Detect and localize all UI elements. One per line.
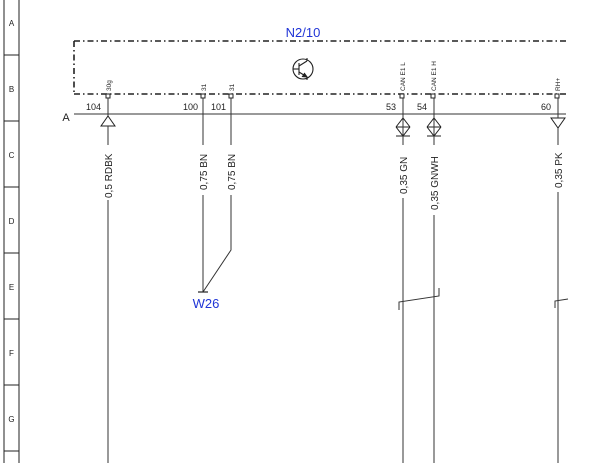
wire-segments [107,98,569,463]
pin-contacts [105,93,560,99]
wire-label-60: 0,35 PK [554,152,565,188]
row-label-a: A [9,19,15,28]
row-label-e: E [9,283,14,292]
component-name: N2/10 [286,25,321,40]
wire-label-101: 0,75 BN [227,154,238,190]
wire-label-100: 0,75 BN [199,154,210,190]
pin-function-101: 31 [229,83,236,91]
row-label-c: C [9,151,15,160]
pin-number-53: 53 [386,102,396,112]
wire-label-54: 0,35 GNWH [430,156,441,210]
wire-label-104: 0,5 RDBK [104,153,115,198]
row-grid: A B C D E F G [3,0,20,463]
pin-function-54: CAN E1 H [431,61,438,91]
pin-number-100: 100 [183,102,198,112]
pin-function-100: 31 [201,83,208,91]
pin-number-104: 104 [86,102,101,112]
row-label-g: G [8,415,14,424]
pin-number-60: 60 [541,102,551,112]
component-boundary [73,40,566,95]
wire-label-53: 0,35 GN [399,157,410,194]
pin-number-54: 54 [417,102,427,112]
transistor-icon [292,58,314,80]
pin-function-104: 30g [106,80,113,91]
connector-arrow-60 [550,117,566,129]
pin-function-53: CAN E1 L [400,62,407,91]
ground-label: W26 [193,296,220,311]
connector-arrow-104 [100,115,116,127]
row-label-f: F [9,349,14,358]
connector-row-label: A [62,112,70,124]
pin-function-60: RH+ [555,78,562,91]
pin-number-101: 101 [211,102,226,112]
row-label-b: B [9,85,14,94]
row-label-d: D [9,217,15,226]
